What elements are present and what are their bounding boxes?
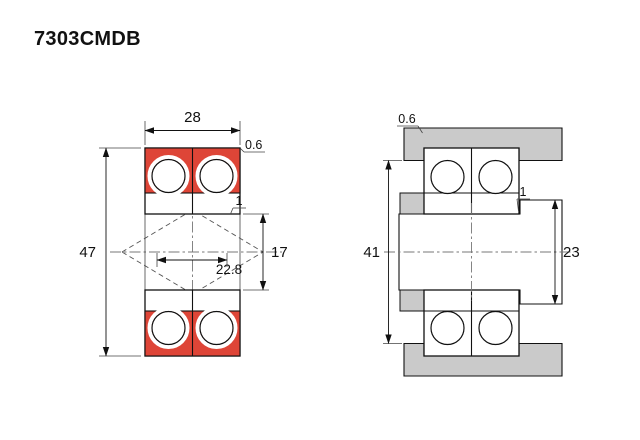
dim-outer-diameter: 47 bbox=[79, 147, 141, 357]
mounted-section-view: 41 23 0.6 1 bbox=[363, 112, 580, 377]
dim-housing-shoulder-diameter: 41 bbox=[363, 160, 402, 344]
leader-line bbox=[240, 148, 245, 153]
ball bbox=[478, 159, 513, 195]
raceway-gap bbox=[147, 155, 190, 197]
ball bbox=[430, 310, 465, 346]
dim-width: 28 bbox=[144, 109, 241, 145]
leader-line bbox=[230, 207, 234, 215]
dim-load-center-span: 22.8 bbox=[156, 253, 242, 277]
ball bbox=[151, 158, 186, 194]
raceway-gap bbox=[147, 307, 190, 349]
ball bbox=[478, 310, 513, 346]
chamfer-outer-label: 0.6 bbox=[245, 138, 262, 152]
spacer-top bbox=[399, 192, 425, 215]
part-number-title: 7303CMDB bbox=[34, 28, 141, 50]
ball bbox=[199, 310, 234, 346]
chamfer-inner-label: 1 bbox=[236, 194, 243, 208]
fillet-housing-label: 0.6 bbox=[398, 112, 415, 126]
dim-bore-diameter: 17 bbox=[243, 213, 288, 291]
spacer-bottom bbox=[399, 289, 425, 312]
chamfer-note-outer: 0.6 bbox=[240, 138, 265, 153]
front-section-view: 28 47 17 22.8 bbox=[79, 109, 288, 357]
dim-housing-shoulder-label: 41 bbox=[363, 244, 380, 261]
dim-bore-diameter-label: 17 bbox=[271, 244, 288, 261]
dim-outer-diameter-label: 47 bbox=[79, 244, 96, 261]
leader-line bbox=[417, 125, 423, 134]
raceway-gap bbox=[195, 307, 238, 349]
ball bbox=[151, 310, 186, 346]
fillet-note-housing: 0.6 bbox=[397, 112, 423, 134]
chamfer-note-inner: 1 bbox=[230, 194, 246, 215]
fillet-shaft-label: 1 bbox=[520, 185, 527, 199]
fillet-note-shaft: 1 bbox=[516, 185, 530, 212]
dim-shaft-shoulder-label: 23 bbox=[563, 244, 580, 261]
ball bbox=[430, 159, 465, 195]
ball bbox=[199, 158, 234, 194]
raceway-gap bbox=[195, 155, 238, 197]
dim-width-label: 28 bbox=[184, 109, 201, 126]
dim-load-center-span-label: 22.8 bbox=[216, 262, 242, 277]
dim-shaft-shoulder-diameter: 23 bbox=[551, 199, 580, 305]
leader-line bbox=[516, 198, 519, 212]
